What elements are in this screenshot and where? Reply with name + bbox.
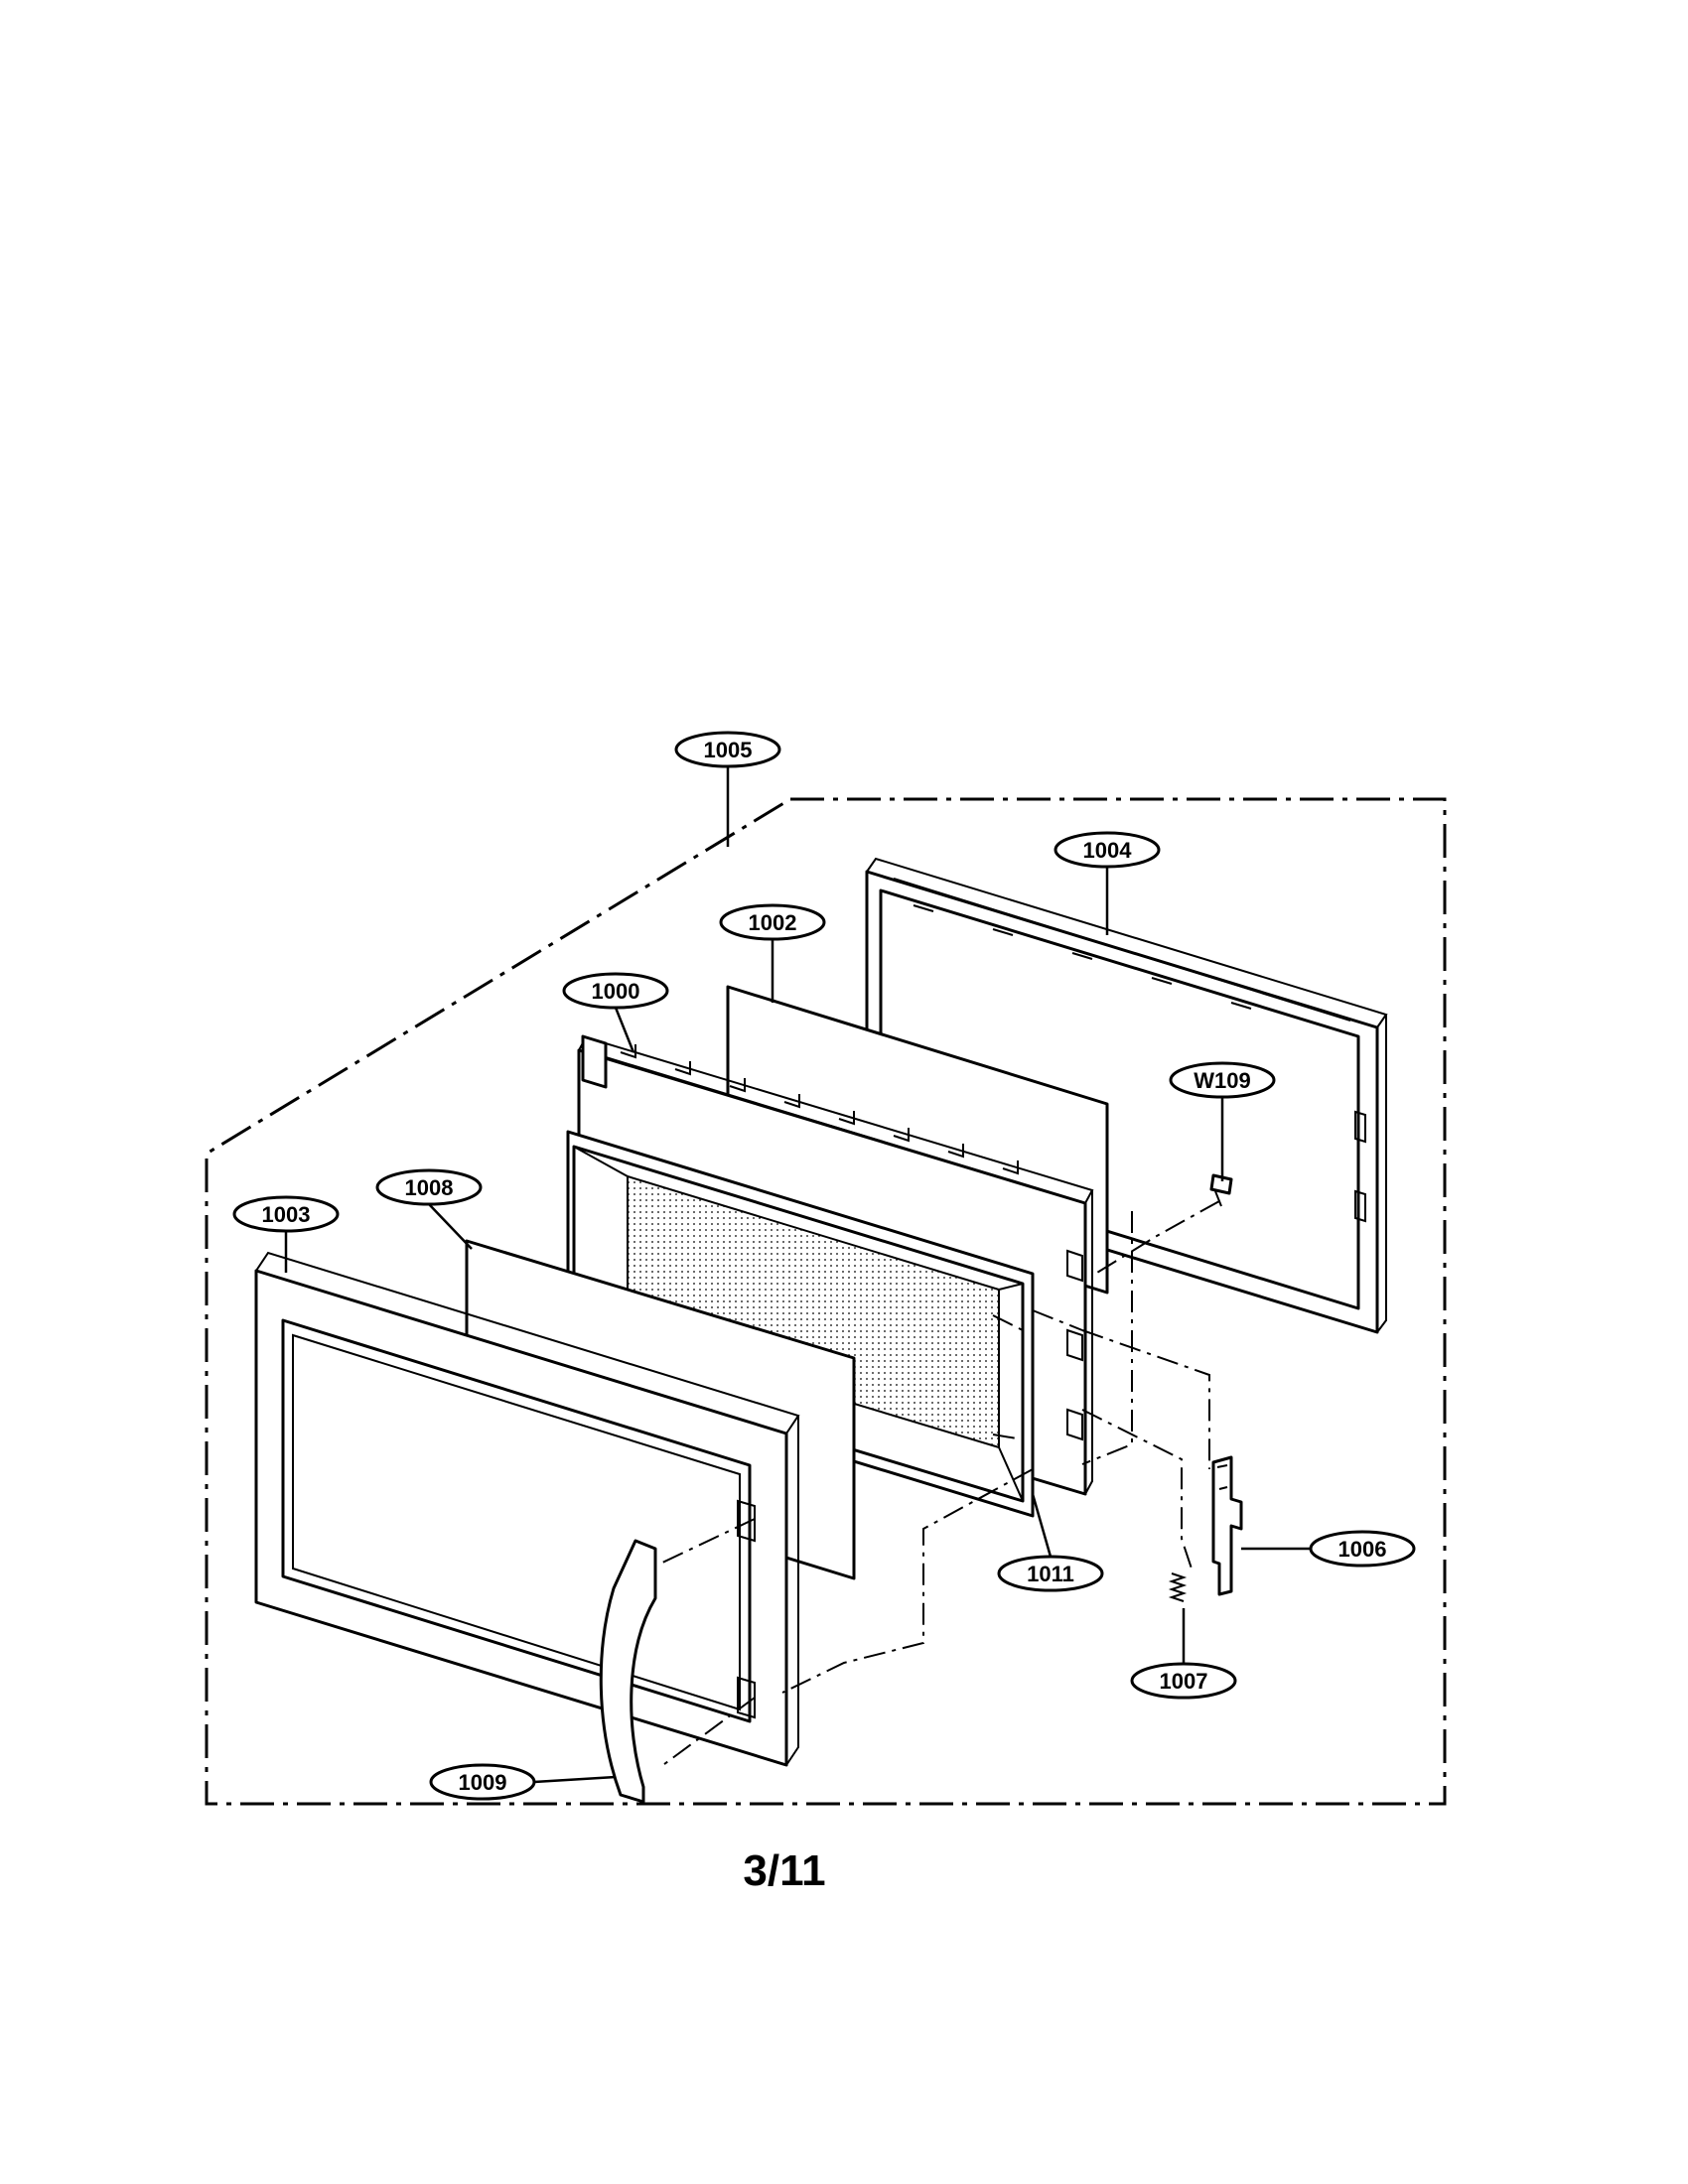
callout-label: 1007 [1160,1669,1208,1694]
callout-label: 1004 [1083,838,1133,863]
callout-1000: 1000 [562,972,669,1010]
callout-1004: 1004 [1054,831,1161,869]
callout-1005: 1005 [674,731,781,768]
callout-label: 1008 [405,1175,454,1200]
callout-1007: 1007 [1130,1662,1237,1700]
part-1006-latch [1211,1455,1243,1596]
callout-1006: 1006 [1309,1530,1416,1568]
callout-1002: 1002 [719,903,826,941]
leader-lines [284,764,1311,1784]
callout-label: 1011 [1027,1562,1074,1586]
assembly-lines [659,1200,1220,1768]
callout-1009: 1009 [429,1763,536,1801]
part-W109-screw [1209,1173,1233,1207]
callout-label: 1009 [459,1770,507,1795]
callout-label: 1005 [704,738,753,762]
callout-label: 1003 [262,1202,311,1227]
callout-1003: 1003 [232,1195,340,1233]
callout-label: 1006 [1338,1537,1387,1562]
callout-label: 1002 [749,910,797,935]
callout-label: 1000 [592,979,640,1004]
callout-label: W109 [1194,1068,1250,1093]
page-number: 3/11 [743,1846,826,1895]
part-1009-handle [599,1539,657,1804]
assembly-boundary [205,797,1447,1806]
part-1007-spring [1168,1572,1188,1602]
callout-W109: W109 [1169,1061,1276,1099]
callout-1011: 1011 [997,1555,1104,1592]
callout-1008: 1008 [375,1168,483,1206]
